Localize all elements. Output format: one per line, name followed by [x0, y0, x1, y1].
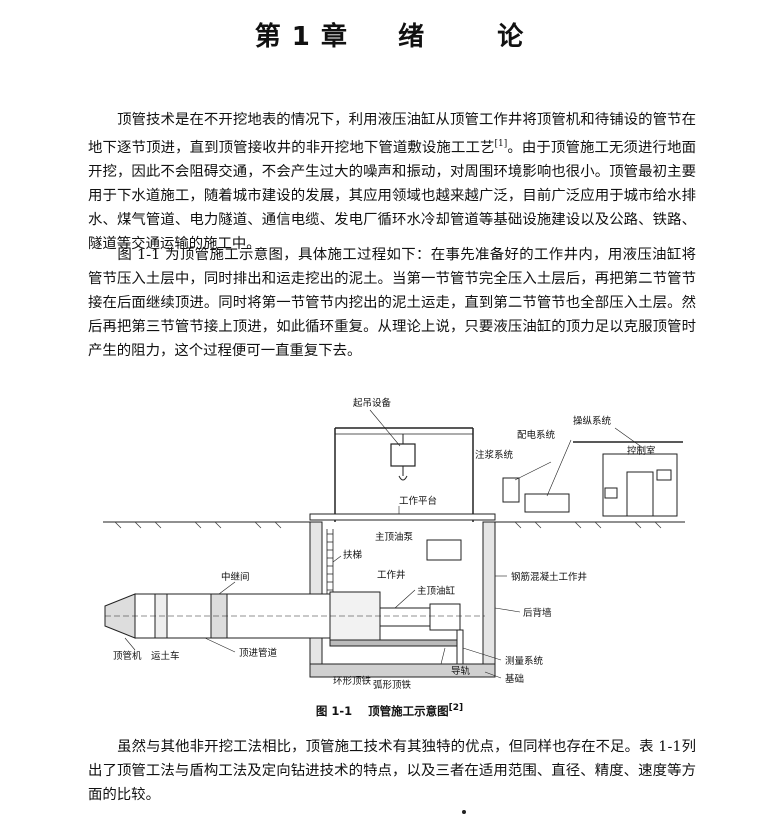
- chapter-title-char-1: 绪: [398, 22, 426, 52]
- caption-label: 图 1-1: [315, 704, 353, 718]
- label-relay: 中继间: [221, 571, 250, 583]
- label-guide: 导轨: [451, 665, 471, 677]
- label-base: 基础: [505, 673, 524, 685]
- label-pipe: 顶进管道: [239, 647, 278, 659]
- label-grout-sys: 注浆系统: [475, 449, 514, 461]
- shaft-wall-right: [482, 521, 496, 678]
- label-control-room: 控制室: [627, 445, 656, 457]
- paragraph-process: 图 1-1 为顶管施工示意图，具体施工过程如下：在事先准备好的工作井内，用液压油…: [88, 243, 696, 363]
- label-main-cylinder: 主顶油缸: [417, 585, 456, 597]
- paragraph-intro-text-a: 顶管技术是在不开挖地表的情况下，利用液压油缸从顶管工作井将顶管机和待铺设的管节在…: [88, 112, 696, 156]
- label-measure: 测量系统: [505, 655, 544, 667]
- label-rc-shaft: 钢筋混凝土工作井: [511, 571, 587, 583]
- figure-caption: 图 1-1 顶管施工示意图[2]: [0, 703, 779, 719]
- crane-gantry: [334, 427, 474, 522]
- jacking-diagram: 起吊设备 操纵系统 配电系统 控制室 注浆系统 工作平台 主顶油泵 扶梯 工作井…: [103, 397, 685, 691]
- label-power-sys: 配电系统: [517, 429, 556, 441]
- label-platform: 工作平台: [399, 495, 437, 507]
- label-cart: 运土车: [151, 650, 180, 662]
- label-tbm: 顶管机: [113, 650, 142, 662]
- chapter-title: 第 1 章 绪 论: [0, 16, 779, 53]
- paragraph-intro: 顶管技术是在不开挖地表的情况下，利用液压油缸从顶管工作井将顶管机和待铺设的管节在…: [88, 108, 696, 256]
- paragraph-intro-text-b: 。由于顶管施工无须进行地面开挖，因此不会阻碍交通，不会产生过大的噪声和振动，对周…: [88, 139, 696, 252]
- chapter-number: 第 1 章: [254, 22, 348, 52]
- shaft-base: [309, 663, 496, 678]
- measure-post: [456, 629, 464, 665]
- citation-1: [1]: [494, 139, 508, 149]
- page-dot: [462, 810, 466, 814]
- caption-citation: [2]: [448, 703, 464, 714]
- pipeline: [104, 591, 485, 641]
- label-shaft: 工作井: [377, 569, 406, 581]
- grout-pump: [524, 493, 570, 513]
- crane-hook: [390, 434, 416, 481]
- label-control-sys: 操纵系统: [573, 415, 612, 427]
- guide-rail: [329, 639, 461, 647]
- label-arc-iron: 弧形顶铁: [373, 679, 412, 691]
- main-pump: [426, 539, 462, 561]
- paragraph-comparison-text: 虽然与其他非开挖工法相比，顶管施工技术有其独特的优点，但同样也存在不足。表 1-…: [88, 739, 696, 803]
- paragraph-process-text: 图 1-1 为顶管施工示意图，具体施工过程如下：在事先准备好的工作井内，用液压油…: [88, 247, 696, 359]
- label-back-wall: 后背墙: [523, 607, 552, 619]
- chapter-title-char-2: 论: [497, 22, 525, 52]
- label-ladder: 扶梯: [343, 549, 363, 561]
- control-room: [573, 441, 683, 517]
- caption-text: 顶管施工示意图: [368, 704, 449, 718]
- label-crane: 起吊设备: [353, 397, 392, 409]
- label-ring-iron: 环形顶铁: [333, 675, 372, 687]
- label-main-pump: 主顶油泵: [375, 531, 414, 543]
- ladder: [326, 529, 334, 599]
- grout-tank: [502, 477, 520, 503]
- paragraph-comparison: 虽然与其他非开挖工法相比，顶管施工技术有其独特的优点，但同样也存在不足。表 1-…: [88, 735, 696, 807]
- work-platform: [309, 513, 496, 521]
